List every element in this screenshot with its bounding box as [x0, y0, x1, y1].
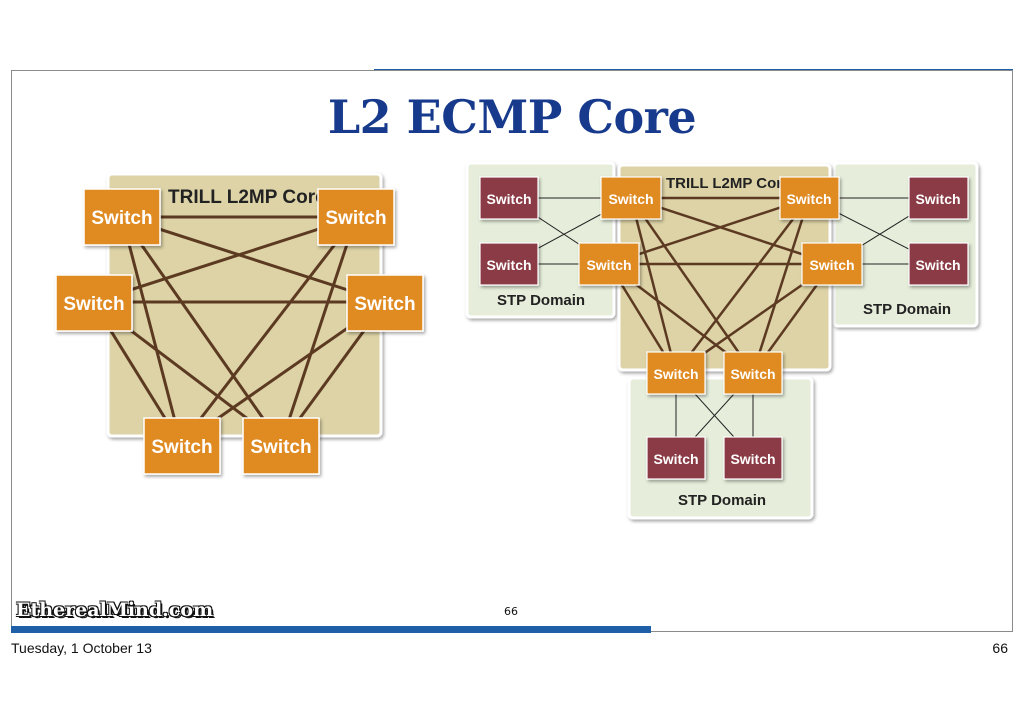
switch-label: Switch: [915, 257, 960, 273]
left-switch-top-right[interactable]: Switch: [317, 188, 395, 246]
switch-label: Switch: [809, 257, 854, 273]
switch-label: Switch: [586, 257, 631, 273]
switch-label: Switch: [250, 437, 311, 458]
left-switch-bottom-left[interactable]: Switch: [143, 417, 221, 475]
core-switch-top-left[interactable]: Switch: [600, 176, 662, 220]
stp-left-switch-bottom[interactable]: Switch: [479, 242, 539, 286]
switch-label: Switch: [354, 294, 415, 315]
stp-right-switch-bottom[interactable]: Switch: [908, 242, 969, 286]
left-trill-zone-label: TRILL L2MP Core: [168, 187, 326, 208]
switch-label: Switch: [151, 437, 212, 458]
switch-label: Switch: [486, 191, 531, 207]
switch-label: Switch: [63, 294, 124, 315]
right-trill-zone-label: TRILL L2MP Core: [666, 175, 790, 192]
left-switch-bottom-right[interactable]: Switch: [242, 417, 320, 475]
core-switch-mid-right[interactable]: Switch: [801, 242, 863, 286]
switch-label: Switch: [730, 451, 775, 467]
left-diagram: TRILL L2MP Core Switch Switch Switch: [55, 172, 424, 475]
stp-right-switch-top[interactable]: Switch: [908, 176, 969, 220]
switch-label: Switch: [486, 257, 531, 273]
slide-title: L2 ECMP Core: [327, 90, 697, 144]
core-switch-top-right[interactable]: Switch: [779, 176, 840, 220]
core-switch-bottom-right[interactable]: Switch: [723, 351, 783, 395]
right-diagram: TRILL L2MP Core STP Domain STP Domain ST…: [465, 161, 979, 520]
switch-label: Switch: [91, 208, 152, 229]
stp-domain-bottom-label: STP Domain: [678, 492, 766, 509]
left-switch-mid-right[interactable]: Switch: [346, 274, 424, 332]
left-switch-top-left[interactable]: Switch: [83, 188, 161, 246]
footer-page-number: 66: [992, 640, 1008, 656]
stp-domain-right-label: STP Domain: [863, 301, 951, 318]
stp-bottom-switch-left[interactable]: Switch: [646, 436, 706, 480]
core-switch-bottom-left[interactable]: Switch: [646, 351, 706, 395]
switch-label: Switch: [730, 366, 775, 382]
slide-number: 66: [504, 605, 518, 618]
stp-left-switch-top[interactable]: Switch: [479, 176, 539, 220]
ethereal-mind-logo: EtherealMind.com: [16, 599, 214, 621]
core-switch-mid-left[interactable]: Switch: [578, 242, 640, 286]
left-switch-mid-left[interactable]: Switch: [55, 274, 133, 332]
switch-label: Switch: [653, 451, 698, 467]
stp-bottom-switch-right[interactable]: Switch: [723, 436, 783, 480]
bottom-accent-bar: [11, 626, 651, 633]
stp-domain-bottom-zone: [627, 376, 814, 520]
switch-label: Switch: [786, 191, 831, 207]
stp-domain-left-label: STP Domain: [497, 292, 585, 309]
switch-label: Switch: [325, 208, 386, 229]
switch-label: Switch: [608, 191, 653, 207]
switch-label: Switch: [915, 191, 960, 207]
footer-date: Tuesday, 1 October 13: [11, 640, 152, 656]
switch-label: Switch: [653, 366, 698, 382]
